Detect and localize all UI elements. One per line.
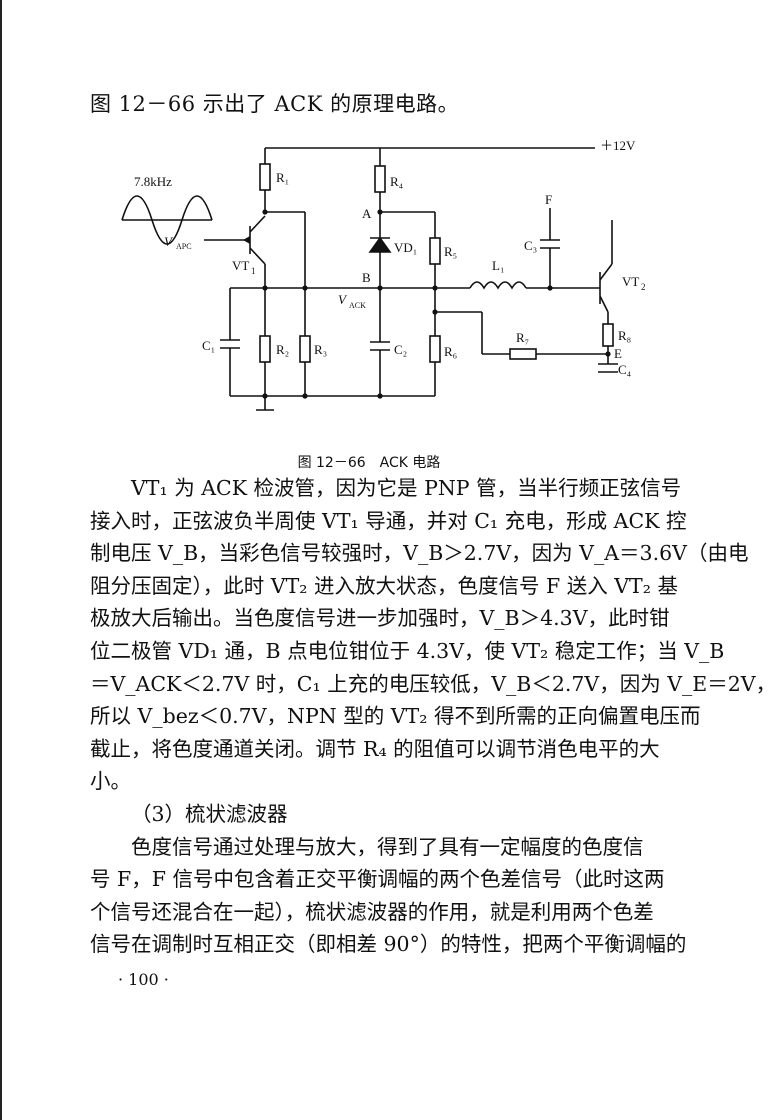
body-line: 号 F，F 信号中包含着正交平衡调幅的两个色差信号（此时这两 [90,867,665,892]
label-node-b: B [362,270,371,285]
figure-caption: 图 12－66 ACK 电路 [297,455,441,471]
label-r3: R₃ [314,342,327,357]
body-line: VT₁ 为 ACK 检波管，因为它是 PNP 管，当半行频正弦信号 [131,476,682,500]
body-line: 极放大后输出。当色度信号进一步加强时，V_B＞4.3V，此时钳 [90,606,670,631]
body-line: 所以 V_bez＜0.7V，NPN 型的 VT₂ 得不到所需的正向偏置电压而 [90,704,701,729]
body-line: 个信号还混合在一起），梳状滤波器的作用，就是利用两个色差 [90,899,654,924]
label-r4: R₄ [390,174,404,189]
label-vt2: VT [622,274,639,289]
label-vack-sub: ACK [349,301,366,310]
label-r1: R₁ [276,170,289,185]
body-line: 制电压 V_B，当彩色信号较强时，V_B＞2.7V，因为 V_A＝3.6V（由电 [90,541,749,566]
label-vt2-sub: 2 [641,282,646,292]
body-line: 色度信号通过处理与放大，得到了具有一定幅度的色度信 [131,834,644,859]
label-vack: V [338,292,348,307]
label-c1: C₁ [202,338,215,353]
body-text: VT₁ 为 ACK 检波管，因为它是 PNP 管，当半行频正弦信号 接入时，正弦… [90,472,776,961]
label-node-e: E [614,346,622,361]
label-r2: R₂ [276,342,289,357]
body-line: 接入时，正弦波负半周使 VT₁ 导通，并对 C₁ 充电，形成 ACK 控 [90,508,687,533]
label-supply: ＋12V [600,138,636,153]
label-vd1: VD₁ [394,240,417,255]
body-line: ＝V_ACK＜2.7V 时，C₁ 上充的电压较低，V_B＜2.7V，因为 V_E… [90,671,776,696]
label-c3: C₃ [524,238,537,253]
label-f: F [545,192,552,207]
label-r8: R₈ [618,328,631,343]
body-line: 小。 [90,769,131,794]
label-l1: L₁ [492,258,504,273]
label-node-a: A [362,206,372,221]
label-r7: R₇ [516,330,529,345]
intro-text: 图 12－66 示出了 ACK 的原理电路。 [90,92,460,116]
label-freq: 7.8kHz [134,174,172,189]
section-heading: （3）梳状滤波器 [131,801,288,826]
label-vt1-sub: 1 [251,266,256,276]
label-r5: R₅ [444,244,457,259]
body-line: 位二极管 VD₁ 通，B 点电位钳位于 4.3V，使 VT₂ 稳定工作；当 V_… [90,638,725,663]
body-line: 阻分压固定），此时 VT₂ 进入放大状态，色度信号 F 送入 VT₂ 基 [90,573,678,598]
ack-circuit-diagram: ＋12V 7.8kHz V APC VT 1 R₁ R₂ R₃ R₄ R₅ R₆… [121,138,646,411]
page-edge-line [0,0,2,1120]
circuit-figure: ＋12V 7.8kHz V APC VT 1 R₁ R₂ R₃ R₄ R₅ R₆… [100,128,660,448]
body-line: 信号在调制时互相正交（即相差 90°）的特性，把两个平衡调幅的 [90,932,687,957]
page-number: · 100 · [118,970,169,989]
label-vapc-sub: APC [176,242,192,251]
label-vt1: VT [232,258,249,273]
label-c4: C₄ [618,362,632,377]
label-c2: C₂ [394,342,407,357]
body-line: 截止，将色度通道关闭。调节 R₄ 的阻值可以调节消色电平的大 [90,736,660,761]
label-vapc: V [164,234,174,249]
label-r6: R₆ [444,344,457,359]
